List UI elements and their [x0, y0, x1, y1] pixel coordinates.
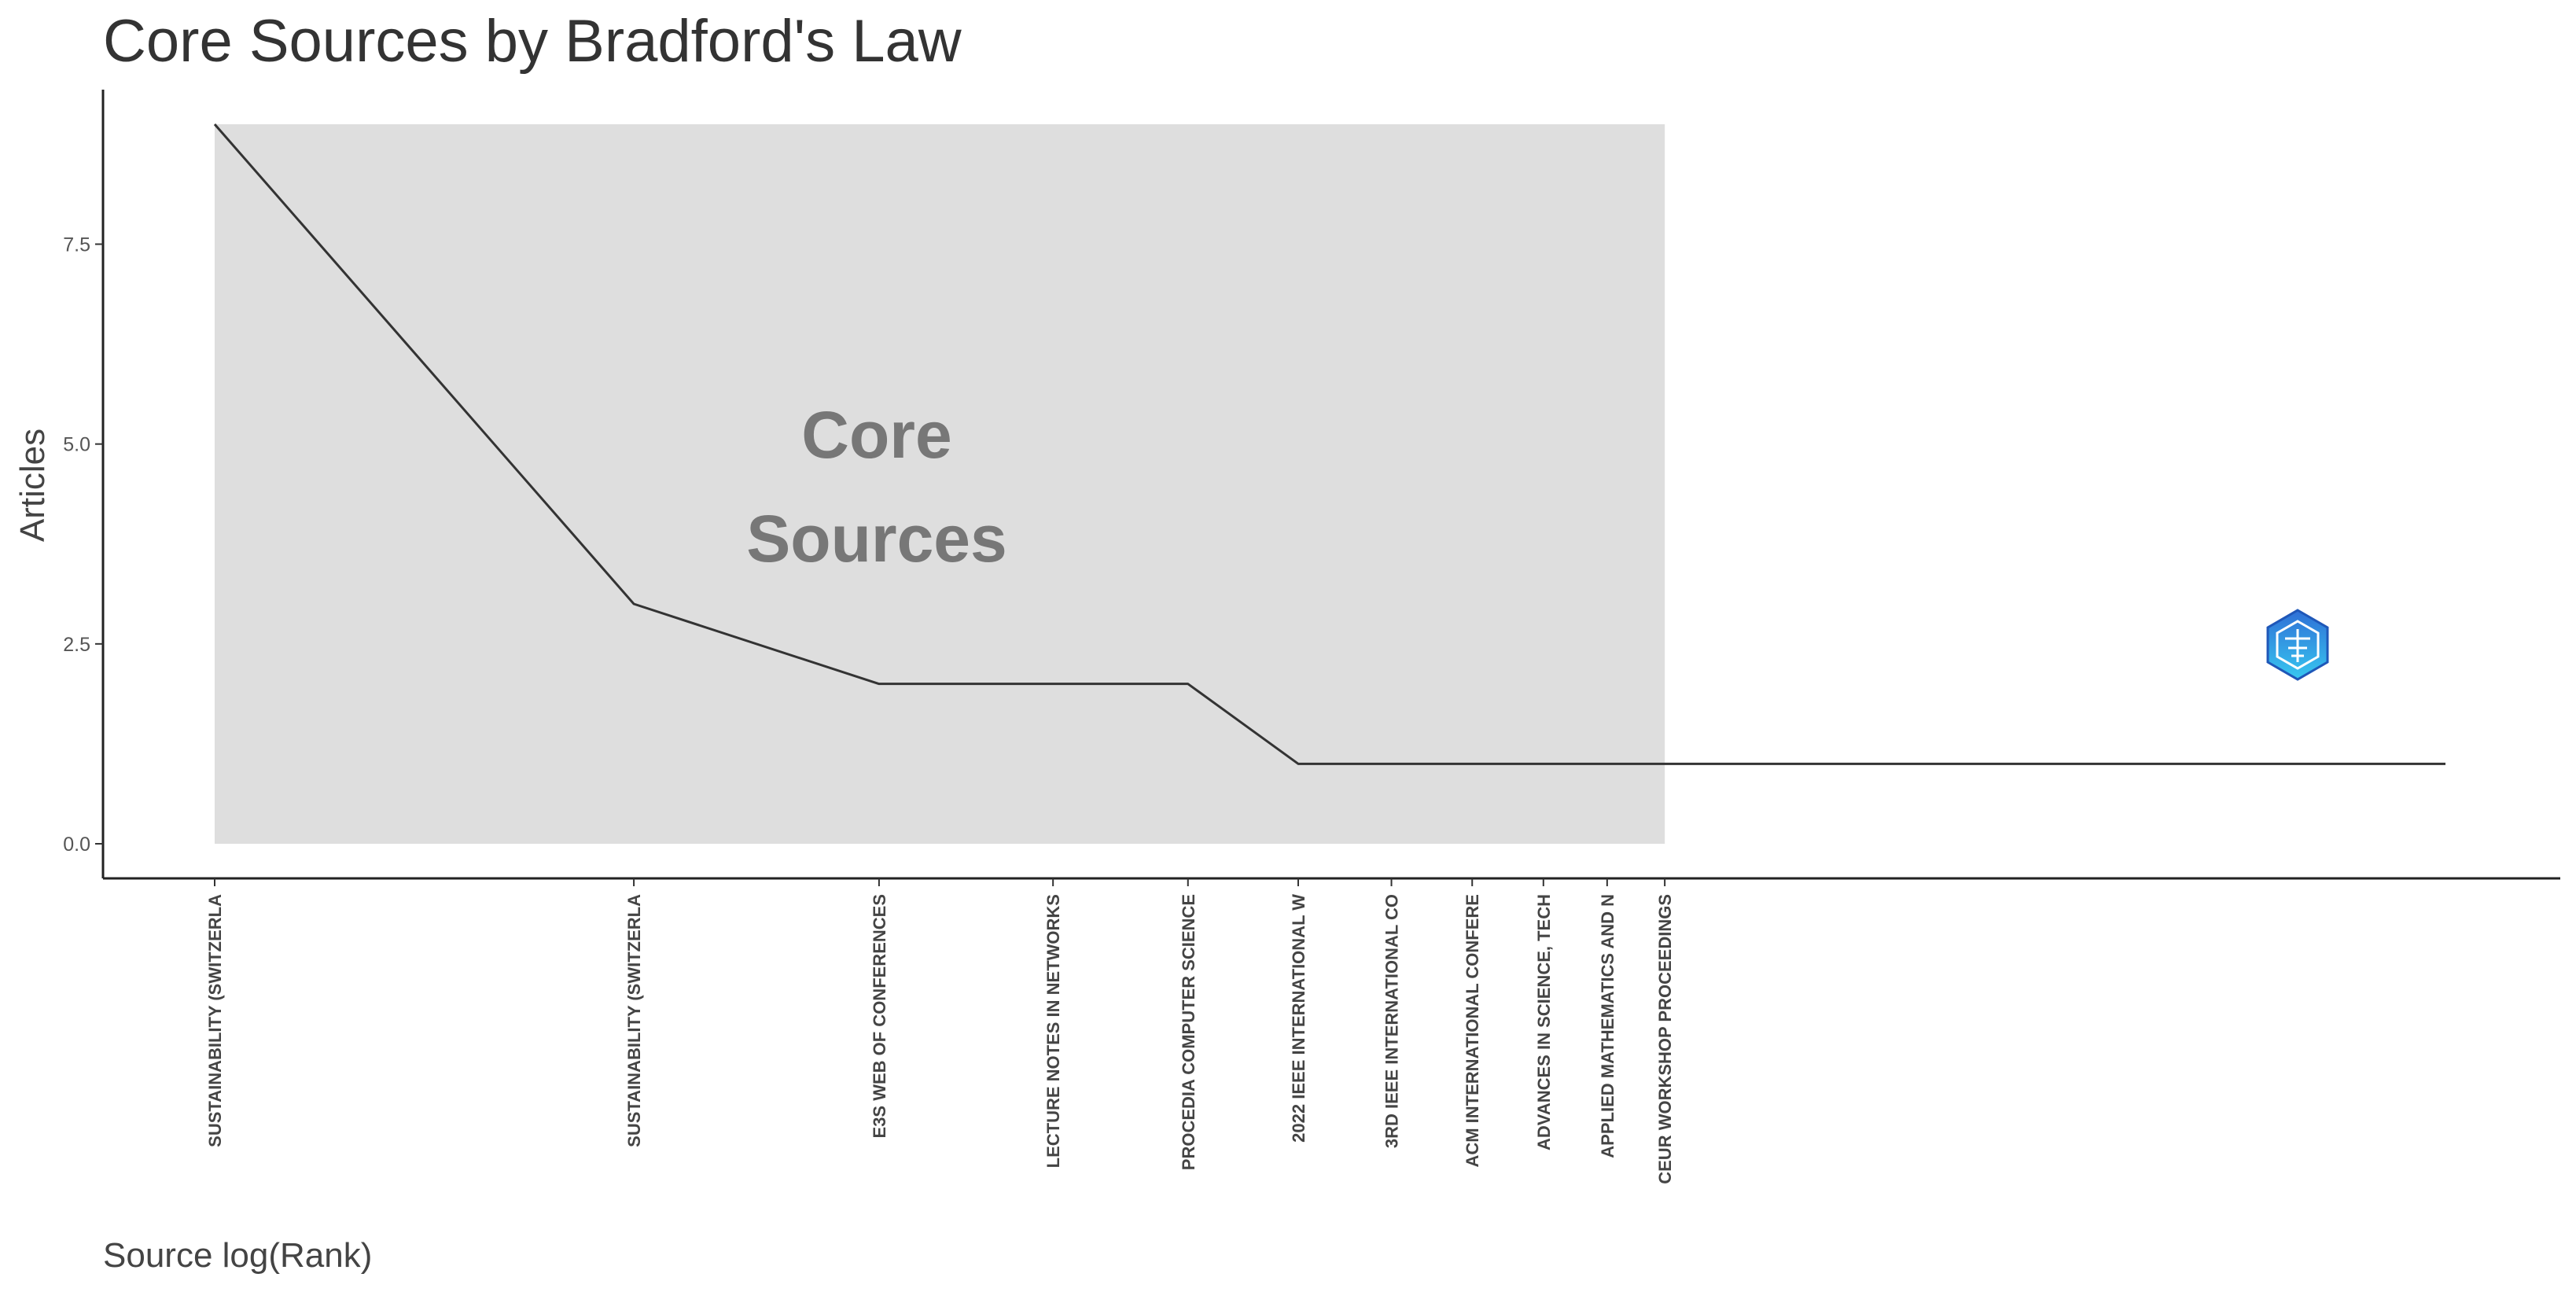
y-tick-label: 7.5: [63, 234, 90, 256]
x-tick-label: 2022 IEEE INTERNATIONAL W: [1289, 894, 1308, 1143]
x-tick-label: 3RD IEEE INTERNATIONAL CO: [1382, 894, 1402, 1148]
x-axis-title: Source log(Rank): [103, 1236, 372, 1275]
x-tick-label: E3S WEB OF CONFERENCES: [870, 894, 889, 1138]
y-axis-title: Articles: [13, 429, 52, 542]
x-tick-label: SUSTAINABILITY (SWITZERLA: [624, 894, 644, 1147]
x-tick-label: SUSTAINABILITY (SWITZERLA: [205, 894, 225, 1147]
x-tick-label: ADVANCES IN SCIENCE, TECH: [1534, 894, 1554, 1150]
x-tick-label: ACM INTERNATIONAL CONFERE: [1463, 894, 1482, 1168]
y-tick-label: 0.0: [63, 834, 90, 856]
core-zone-rect: [215, 124, 1665, 844]
x-tick-label: APPLIED MATHEMATICS AND N: [1598, 894, 1617, 1158]
articles-series-line: [213, 123, 2445, 765]
chart-title: Core Sources by Bradford's Law: [103, 8, 962, 75]
y-tick-label: 5.0: [63, 434, 90, 456]
core-zone-label-line2: Sources: [746, 502, 1007, 576]
bibliometrix-logo-icon: [2266, 609, 2329, 681]
y-tick-label: 2.5: [63, 634, 90, 656]
core-zone-label-line1: Core: [801, 398, 951, 472]
x-tick-label: PROCEDIA COMPUTER SCIENCE: [1179, 894, 1198, 1170]
x-tick-label: CEUR WORKSHOP PROCEEDINGS: [1655, 894, 1675, 1184]
x-tick-label: LECTURE NOTES IN NETWORKS: [1043, 894, 1063, 1168]
